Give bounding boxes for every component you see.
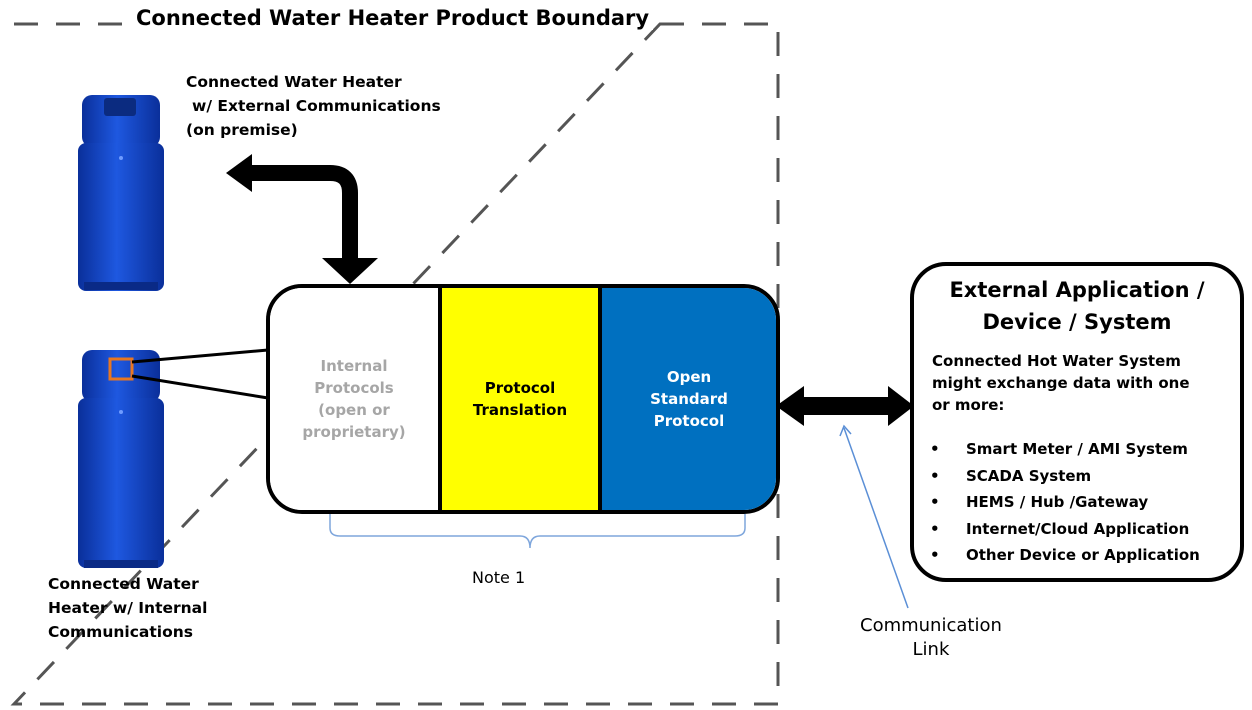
communication-arrow [776, 386, 914, 426]
module-link-line-bottom [131, 374, 269, 400]
internal-protocols-block: Internal Protocols (open or proprietary) [270, 288, 442, 510]
internal-protocols-text: Internal Protocols (open or proprietary) [302, 357, 406, 441]
communication-module: Internal Protocols (open or proprietary)… [266, 284, 780, 514]
external-system-box: External Application / Device / System C… [910, 262, 1244, 582]
bullet-icon: • [930, 466, 940, 485]
internal-heater-label: Connected Water Heater w/ Internal Commu… [48, 572, 207, 644]
water-heater-internal-image [78, 350, 164, 568]
list-item: • Internet/Cloud Application [930, 516, 1200, 543]
communication-link-pointer [839, 424, 909, 609]
external-heater-label: Connected Water Heater w/ External Commu… [186, 70, 441, 142]
list-item-text: SCADA System [966, 466, 1092, 485]
protocol-translation-block: Protocol Translation [442, 288, 602, 510]
list-item: • Other Device or Application [930, 542, 1200, 569]
note-label: Note 1 [472, 568, 526, 587]
list-item-text: Smart Meter / AMI System [966, 440, 1188, 458]
product-boundary [10, 22, 780, 706]
external-system-list: •Smart Meter / AMI System •SCADA System … [930, 436, 1200, 569]
bullet-icon: • [930, 440, 940, 458]
internal-heater-label-line2: Heater w/ Internal [48, 599, 208, 617]
boundary-title: Connected Water Heater Product Boundary [132, 6, 654, 30]
list-item: • SCADA System [930, 463, 1200, 490]
module-link-line-top [131, 348, 269, 364]
external-comm-arrow [226, 154, 378, 284]
list-item: • HEMS / Hub /Gateway [930, 489, 1200, 516]
note-brace [329, 514, 746, 549]
external-system-intro: Connected Hot Water System might exchang… [932, 352, 1190, 414]
open-standard-protocol-text: Open Standard Protocol [650, 368, 728, 430]
internal-heater-label-line3: Communications [48, 623, 193, 641]
internal-heater-label-line1: Connected Water [48, 575, 199, 593]
comm-module-highlight [108, 357, 134, 381]
list-item-text: HEMS / Hub /Gateway [966, 493, 1149, 511]
protocol-translation-text: Protocol Translation [472, 379, 568, 419]
water-heater-external-image [78, 95, 164, 291]
list-item: • Smart Meter / AMI System [930, 436, 1200, 463]
list-item-text: Other Device or Application [966, 546, 1200, 564]
list-item-text: Internet/Cloud Application [966, 519, 1190, 538]
external-system-title: External Application / Device / System [949, 278, 1205, 334]
external-heater-label-line3: (on premise) [186, 121, 298, 139]
bullet-icon: • [930, 493, 940, 511]
bullet-icon: • [930, 519, 940, 538]
external-heater-label-line1: Connected Water Heater [186, 73, 402, 91]
bullet-icon: • [930, 546, 940, 564]
communication-link-label: Communication Link [860, 615, 1002, 660]
external-heater-label-line2: w/ External Communications [192, 97, 441, 115]
open-standard-protocol-block: Open Standard Protocol [602, 288, 776, 510]
